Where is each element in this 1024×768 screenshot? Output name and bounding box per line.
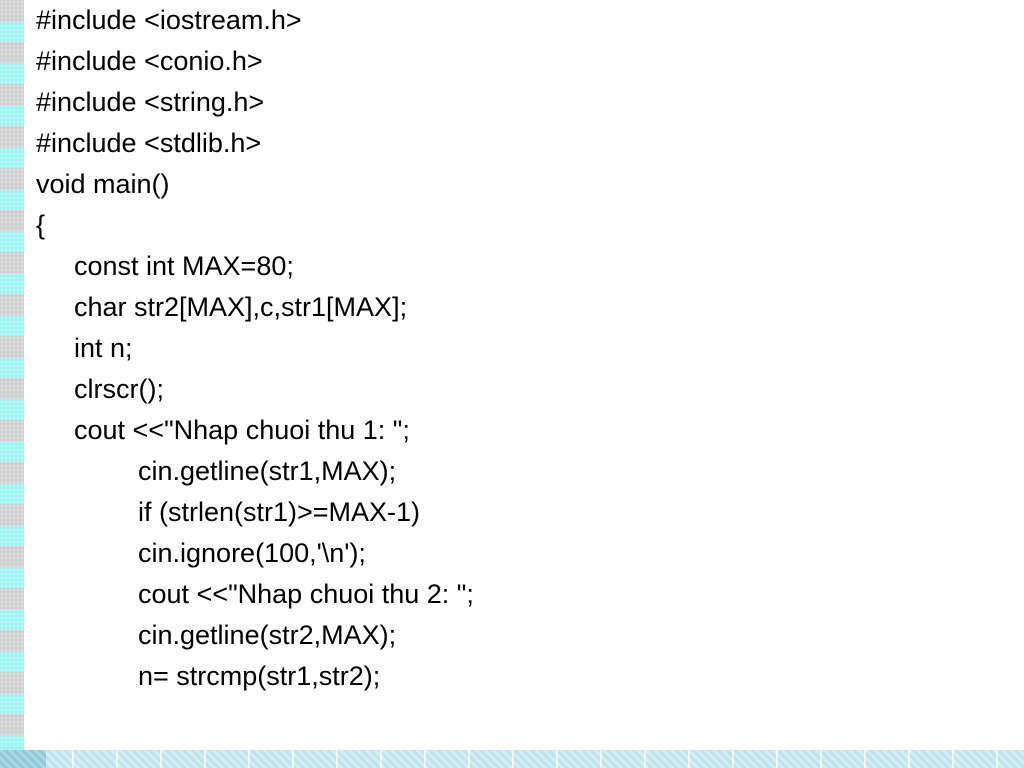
code-line: void main() (36, 169, 170, 199)
code-line: #include <string.h> (36, 87, 265, 117)
code-line: #include <conio.h> (36, 46, 263, 76)
bottom-decorative-strip (0, 750, 1024, 768)
code-line: cin.getline(str1,MAX); (138, 456, 397, 486)
code-line: cin.ignore(100,'\n'); (138, 538, 366, 568)
left-decorative-strip (0, 0, 24, 768)
code-line: #include <iostream.h> (36, 5, 302, 35)
code-line: const int MAX=80; (74, 251, 294, 281)
code-line: int n; (74, 333, 133, 363)
bottom-strip-corner (0, 750, 46, 768)
code-line: clrscr(); (74, 374, 164, 404)
code-block: #include <iostream.h> #include <conio.h>… (36, 0, 474, 697)
code-line: #include <stdlib.h> (36, 128, 262, 158)
code-line: cout <<"Nhap chuoi thu 1: "; (74, 415, 410, 445)
left-strip-texture (0, 0, 24, 768)
code-line: { (36, 210, 46, 240)
code-line: cout <<"Nhap chuoi thu 2: "; (138, 579, 474, 609)
code-line: cin.getline(str2,MAX); (138, 620, 397, 650)
code-line: n= strcmp(str1,str2); (138, 661, 381, 691)
code-line: char str2[MAX],c,str1[MAX]; (74, 292, 408, 322)
code-line: if (strlen(str1)>=MAX-1) (138, 497, 421, 527)
